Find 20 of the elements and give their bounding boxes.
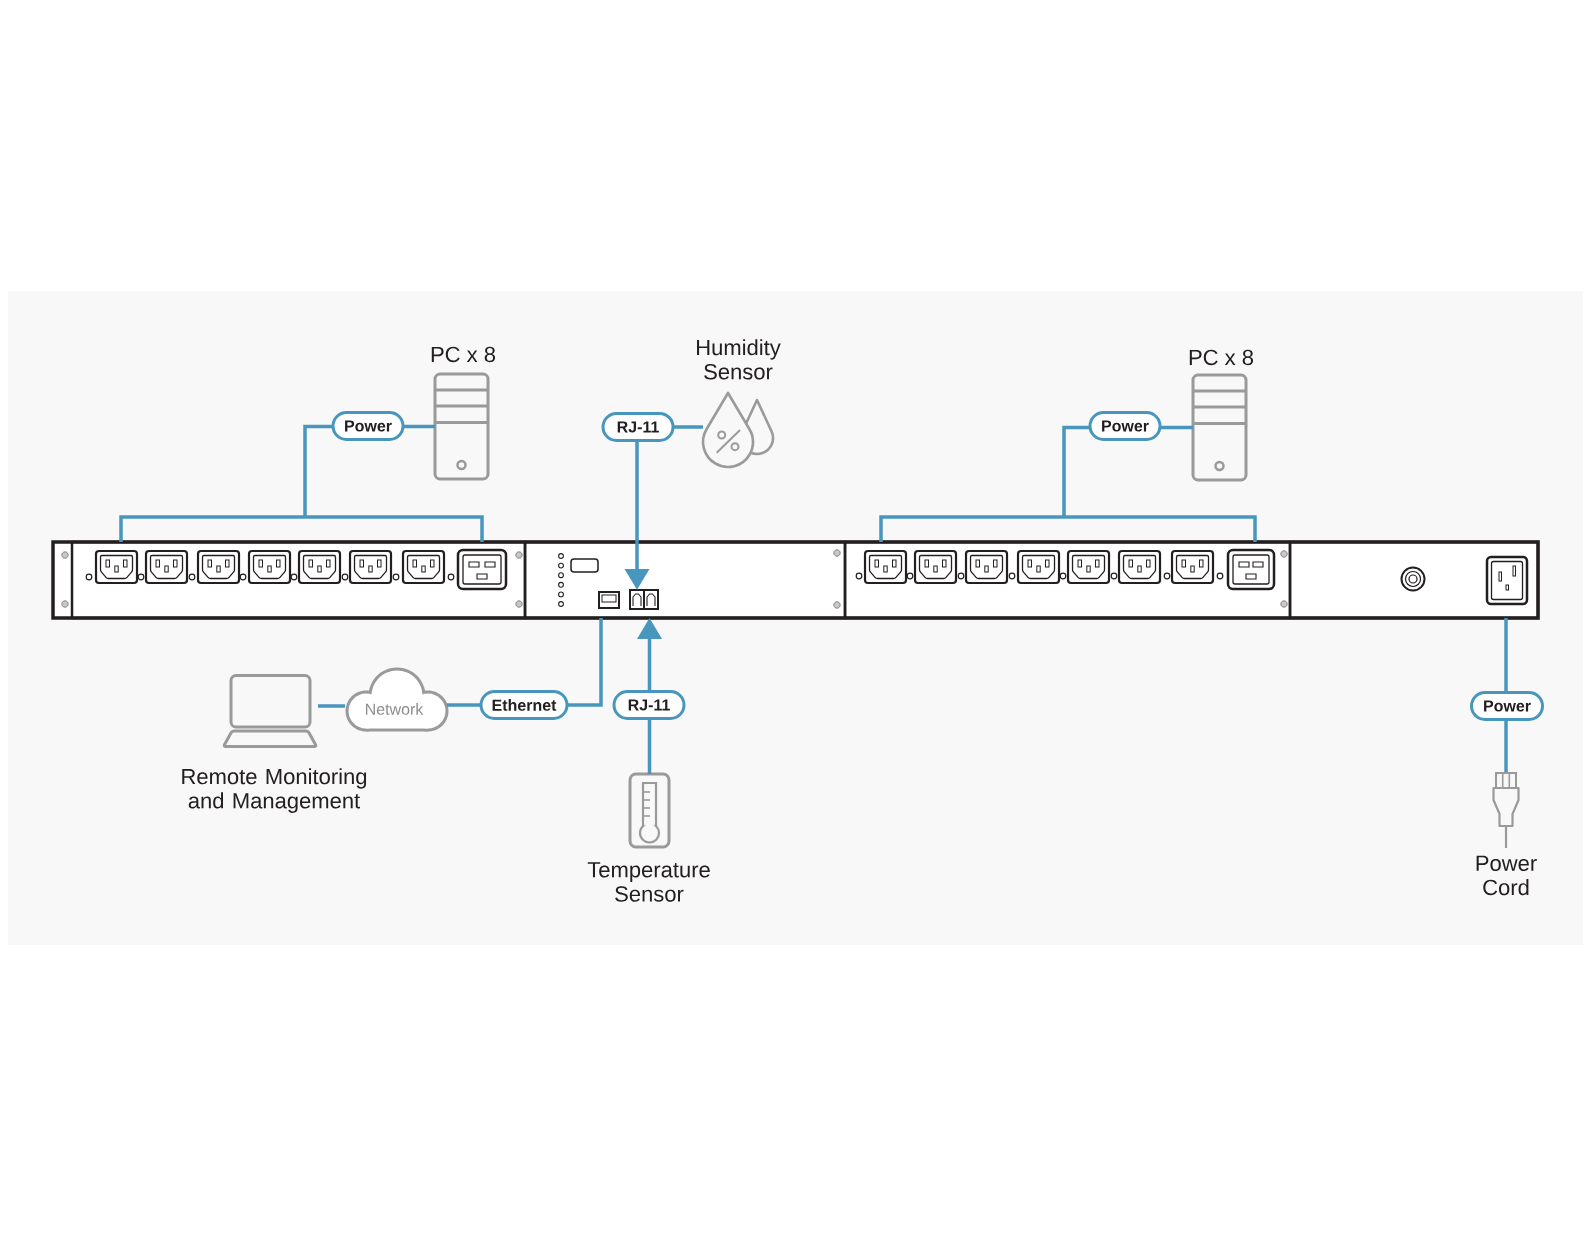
connector-line (119, 424, 484, 544)
node-label: Power Cord (1476, 855, 1537, 896)
edge-label: RJ-11 (612, 690, 686, 720)
outlet-panel (843, 540, 1292, 620)
node-label: PC x 8 (431, 346, 496, 363)
node-label: PC x 8 (1189, 349, 1254, 366)
edge-label: Power (1088, 411, 1162, 441)
node-label: Humidity Sensor (697, 339, 781, 380)
connector-line (318, 704, 345, 708)
control-panel (523, 540, 847, 620)
jack-ports (629, 589, 659, 610)
edge-label: Power (331, 411, 405, 441)
edge-label: Ethernet (479, 690, 569, 720)
node-label: Remote Monitoring and Management (182, 768, 367, 813)
node-label: Temperature Sensor (587, 862, 710, 902)
connector-line (879, 425, 1257, 544)
outlet-panel (70, 540, 527, 620)
edge-label: Power (1470, 691, 1544, 721)
power-inlet-panel (1288, 540, 1540, 620)
edge-label: RJ-11 (601, 412, 675, 442)
